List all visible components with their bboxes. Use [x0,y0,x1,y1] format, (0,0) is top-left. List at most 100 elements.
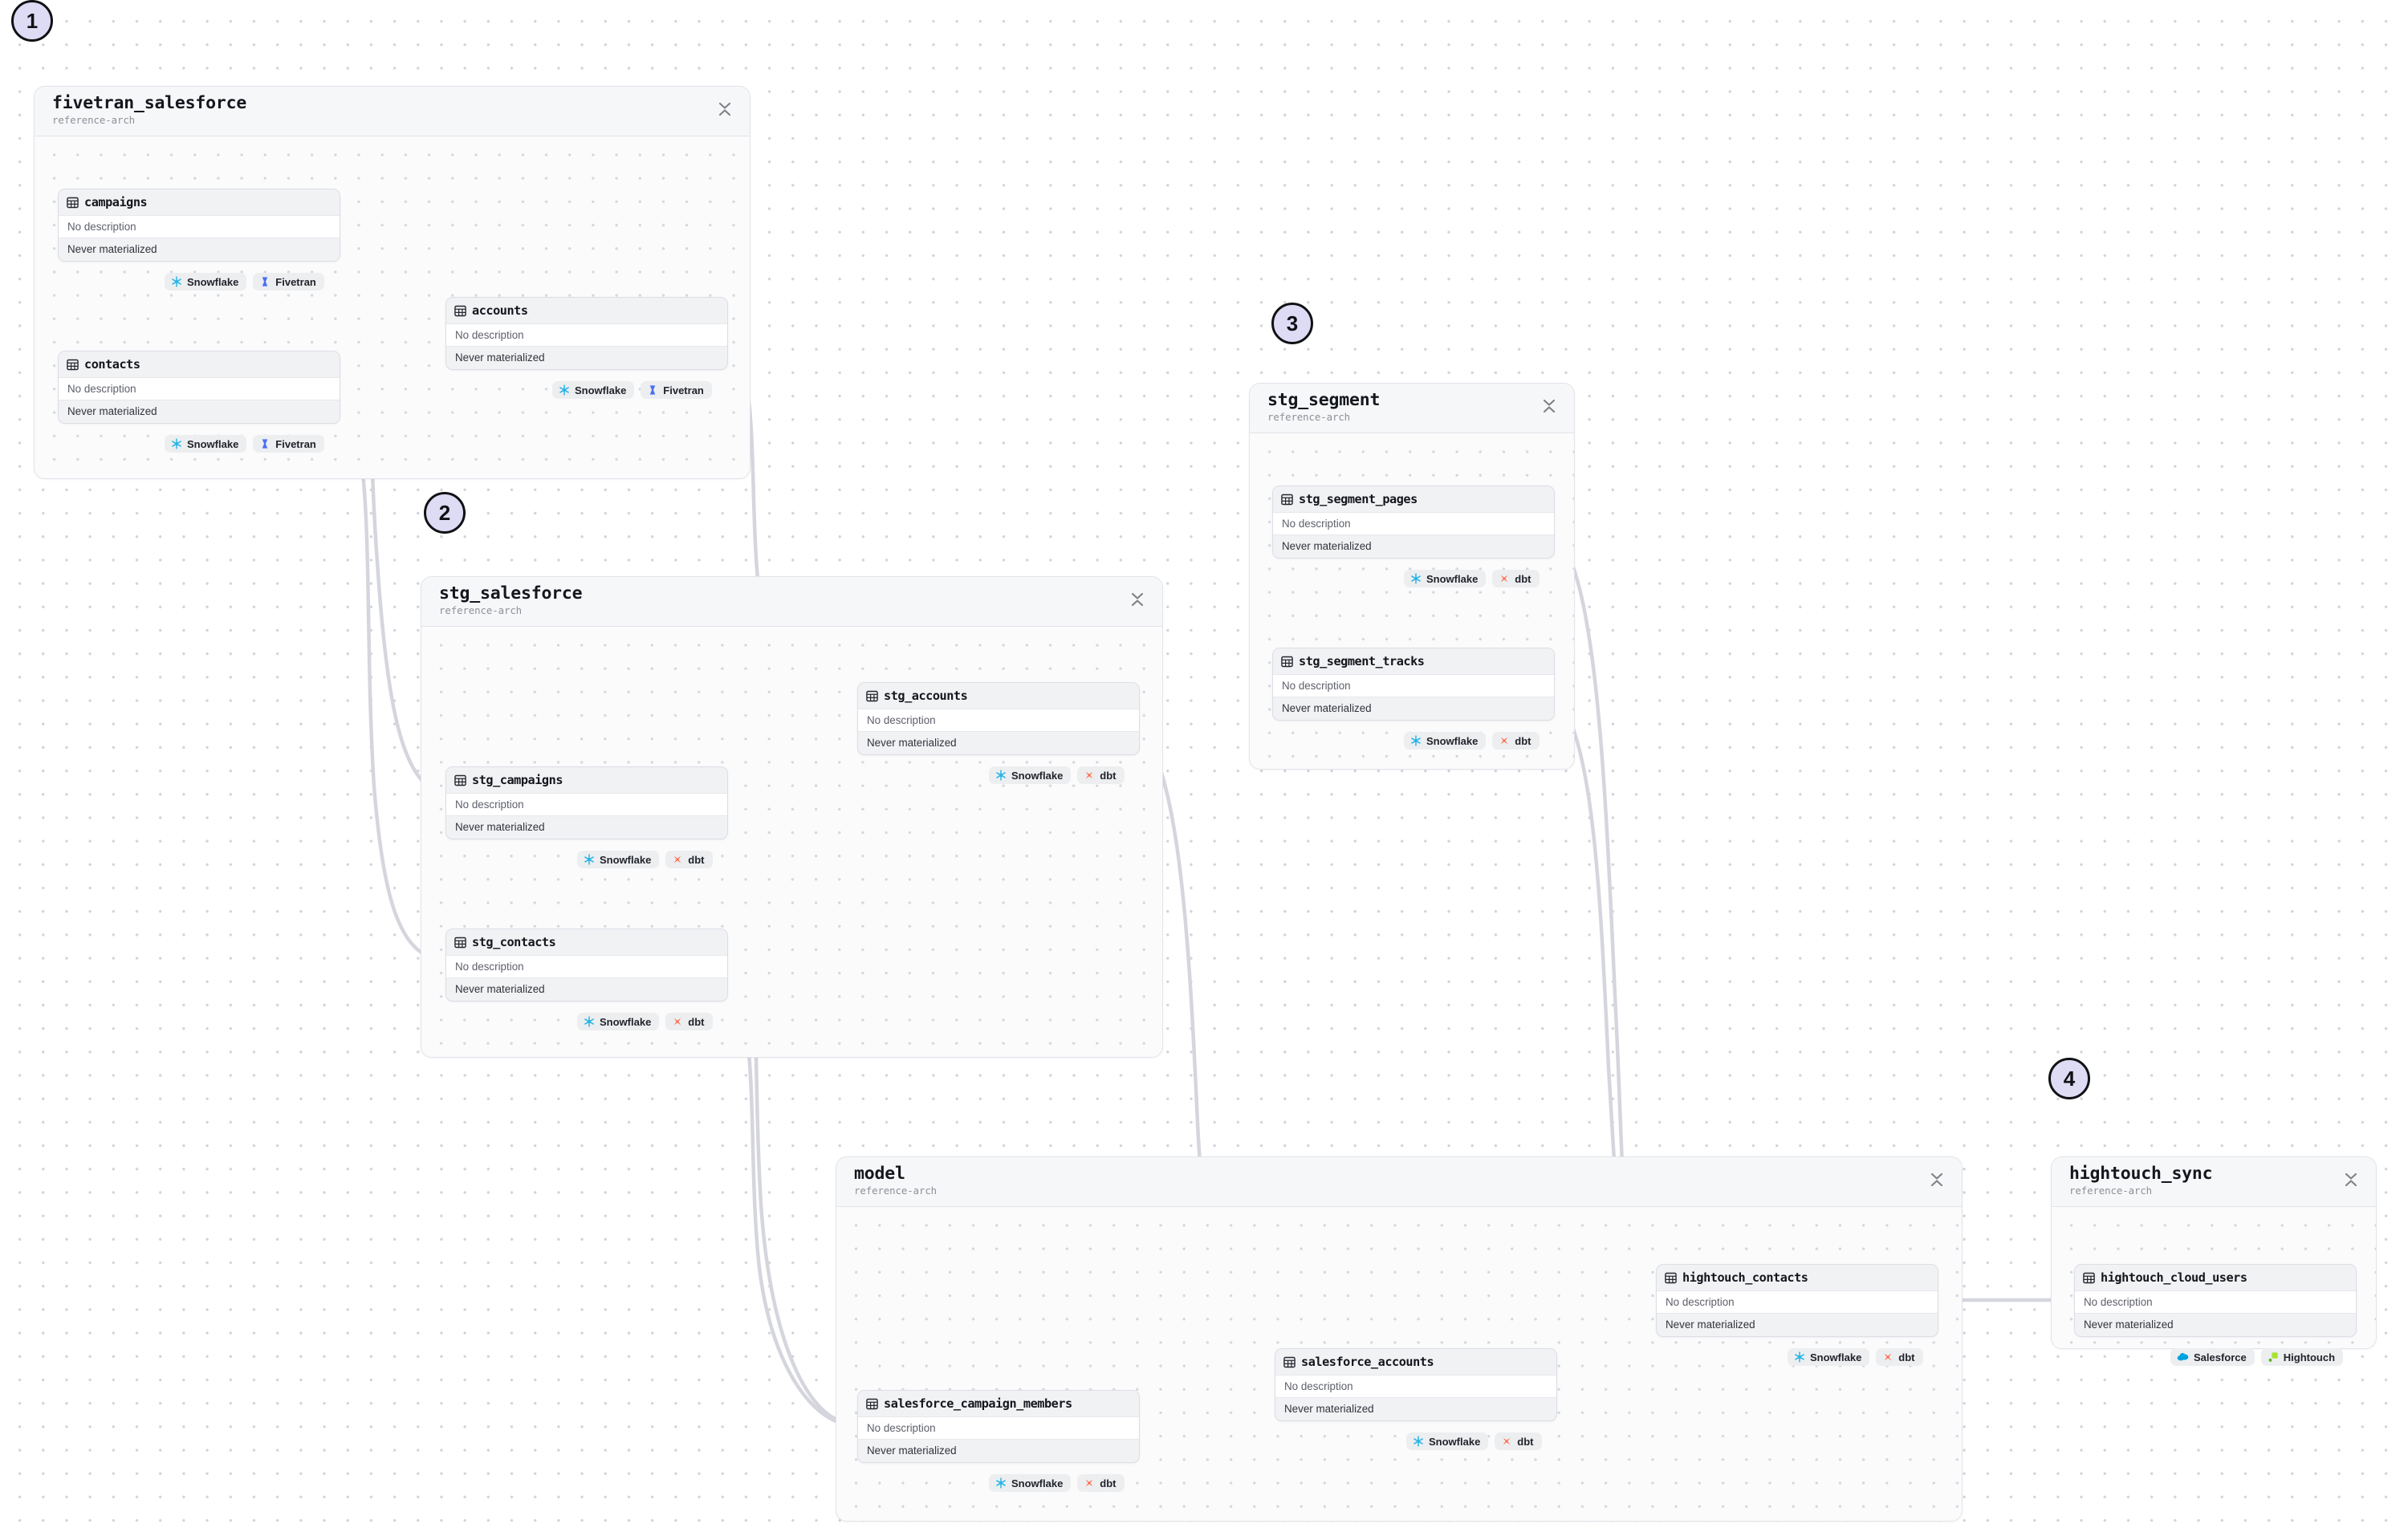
badge-label: dbt [1100,769,1117,782]
node-materialization: Never materialized [446,978,727,1001]
badge-label: Snowflake [1429,1435,1481,1448]
node-header: stg_accounts [858,683,1139,709]
badge-snowflake[interactable]: Snowflake [577,851,660,868]
dbt-icon [1884,1353,1892,1361]
node-badges-accounts: Snowflake Fivetran [552,381,712,399]
node-description: No description [446,955,727,978]
node-name: salesforce_accounts [1301,1355,1434,1369]
node-name: stg_segment_pages [1299,492,1418,506]
badge-hightouch[interactable]: Hightouch [2260,1348,2344,1366]
badge-fivetran[interactable]: Fivetran [253,273,324,291]
badge-label: Snowflake [1426,572,1479,585]
badge-snowflake[interactable]: Snowflake [1406,1432,1489,1450]
table-icon [1283,1356,1296,1367]
group-title: stg_salesforce [439,583,583,603]
node-materialization: Never materialized [2075,1314,2356,1336]
dbt-icon [1503,1437,1511,1445]
fivetran-icon [262,277,268,286]
badge-snowflake[interactable]: Snowflake [989,1474,1072,1492]
badge-salesforce[interactable]: Salesforce [2170,1348,2255,1366]
badge-snowflake[interactable]: Snowflake [165,435,247,453]
badge-label: Fivetran [275,275,316,288]
node-materialization: Never materialized [1657,1314,1938,1336]
node-badges-hightouch_cloud_users: Salesforce Hightouch [2170,1348,2344,1366]
node-header: stg_segment_tracks [1273,648,1554,674]
badge-dbt[interactable]: dbt [1077,766,1125,784]
badge-snowflake[interactable]: Snowflake [1788,1348,1870,1366]
node-materialization: Never materialized [446,816,727,839]
badge-dbt[interactable]: dbt [1077,1474,1125,1492]
snowflake-icon [172,438,181,449]
badge-snowflake[interactable]: Snowflake [989,766,1072,784]
badge-snowflake[interactable]: Snowflake [1404,570,1487,587]
badge-dbt[interactable]: dbt [665,851,713,868]
collapse-group-icon[interactable] [2342,1169,2360,1190]
node-description: No description [446,793,727,816]
badge-snowflake[interactable]: Snowflake [165,273,247,291]
node-header: contacts [59,351,340,377]
node-materialization: Never materialized [446,347,727,369]
group-title: fivetran_salesforce [52,93,247,113]
collapse-group-icon[interactable] [1540,396,1558,417]
node-name: hightouch_cloud_users [2101,1270,2247,1285]
badge-snowflake[interactable]: Snowflake [1404,732,1487,750]
badge-label: Snowflake [1810,1351,1862,1363]
node-description: No description [1273,674,1554,697]
fivetran-icon [262,439,268,449]
table-icon [454,774,466,786]
badge-dbt[interactable]: dbt [1495,1432,1542,1450]
node-materialization: Never materialized [858,1440,1139,1462]
badge-label: dbt [1515,734,1531,747]
node-materialization: Never materialized [858,732,1139,754]
table-icon [1665,1272,1677,1283]
node-name: hightouch_contacts [1682,1270,1808,1285]
snowflake-icon [996,770,1006,781]
collapse-group-icon[interactable] [716,99,734,120]
badge-snowflake[interactable]: Snowflake [552,381,635,399]
dbt-icon [1500,575,1508,583]
node-header: stg_campaigns [446,767,727,793]
node-name: stg_accounts [884,689,968,703]
badge-dbt[interactable]: dbt [1876,1348,1923,1366]
collapse-group-icon[interactable] [1928,1169,1946,1190]
collapse-group-icon[interactable] [1129,589,1146,610]
node-description: No description [2075,1290,2356,1314]
badge-snowflake[interactable]: Snowflake [577,1013,660,1030]
fivetran-icon [650,385,656,395]
node-badges-stg_accounts: Snowflake dbt [989,766,1125,784]
badge-label: Snowflake [575,384,627,396]
group-subtitle: reference-arch [2069,1185,2153,1197]
node-description: No description [59,215,340,238]
badge-label: Snowflake [600,1015,652,1028]
badge-label: Salesforce [2194,1351,2247,1363]
node-name: contacts [84,357,140,372]
node-badges-campaigns: Snowflake Fivetran [165,273,324,291]
table-icon [454,937,466,948]
badge-fivetran[interactable]: Fivetran [641,381,712,399]
badge-dbt[interactable]: dbt [665,1013,713,1030]
badge-fivetran[interactable]: Fivetran [253,435,324,453]
badge-dbt[interactable]: dbt [1492,570,1540,587]
badge-dbt[interactable]: dbt [1492,732,1540,750]
badge-label: dbt [1515,572,1531,585]
